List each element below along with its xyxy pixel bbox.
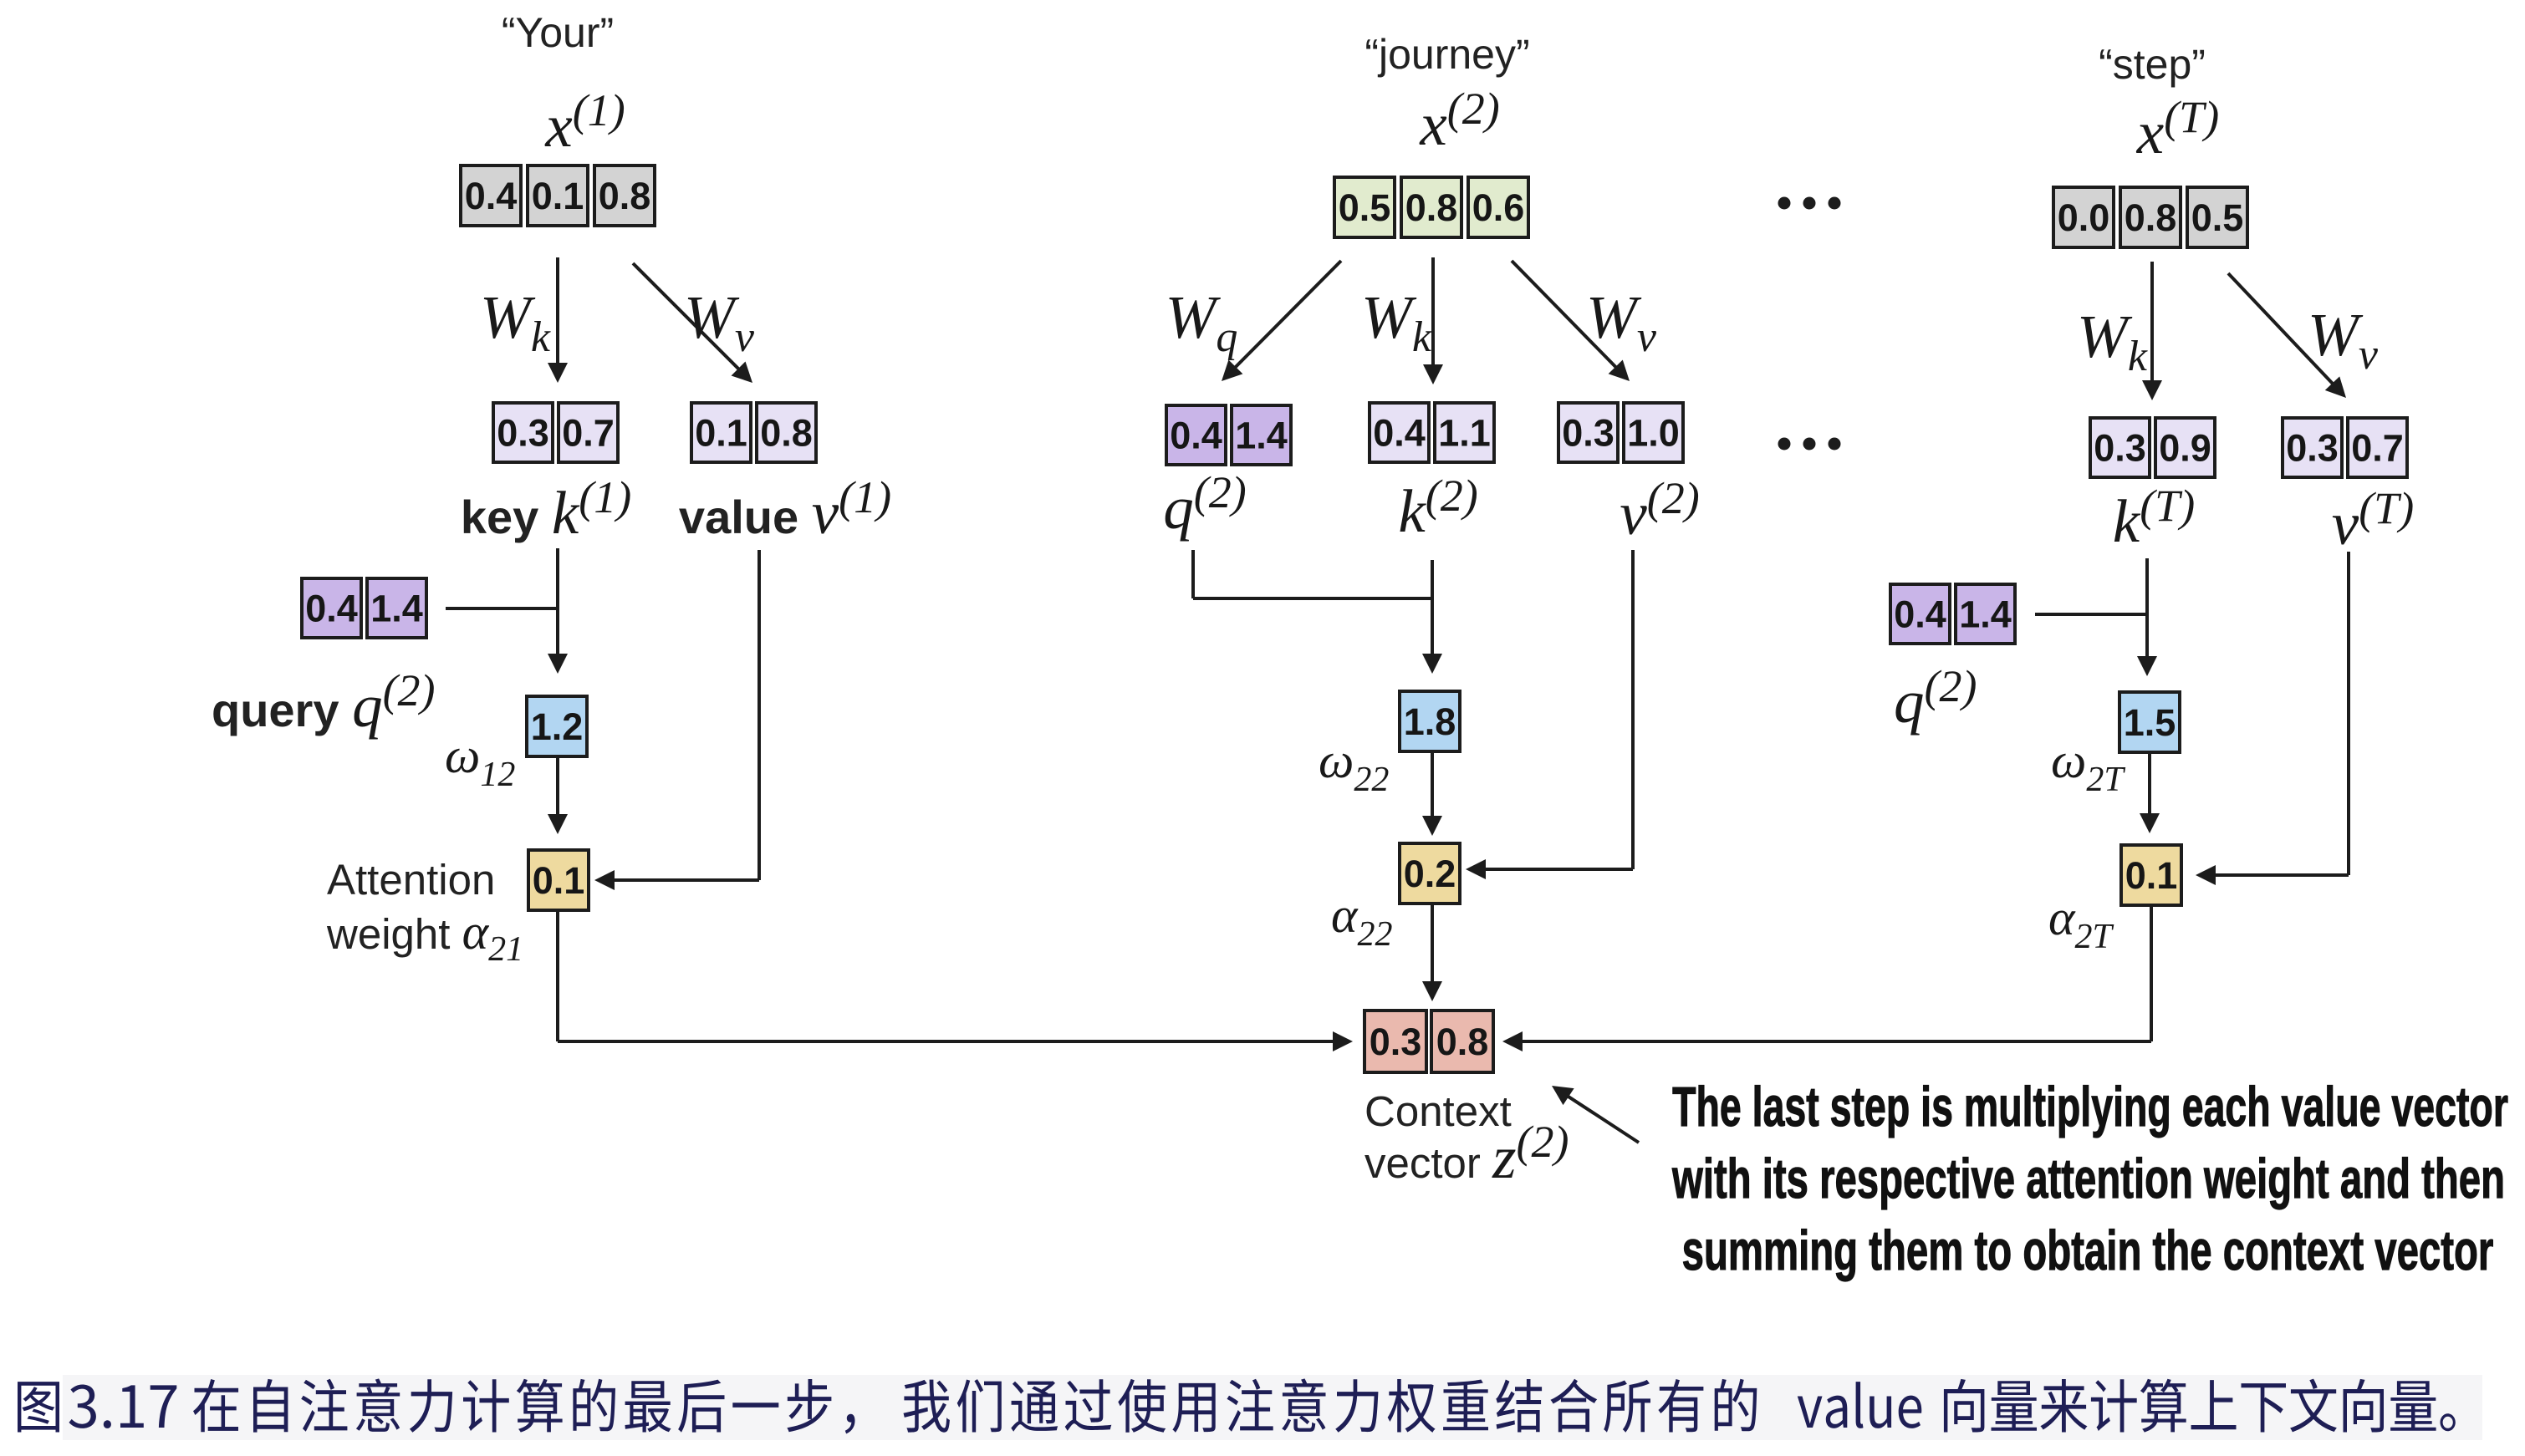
svg-text:0.0: 0.0	[2058, 196, 2110, 239]
svg-text:0.3: 0.3	[497, 412, 549, 455]
svg-text:0.4: 0.4	[1894, 593, 1946, 636]
svg-text:1.1: 1.1	[1438, 412, 1491, 455]
svg-text:0.6: 0.6	[1472, 186, 1525, 229]
svg-text:The last step is multiplying e: The last step is multiplying each value …	[1672, 1077, 2508, 1138]
svg-text:0.3: 0.3	[2094, 427, 2146, 470]
svg-text:Context: Context	[1365, 1087, 1512, 1135]
svg-text:Wv: Wv	[1586, 283, 1657, 361]
svg-text:weight α21: weight α21	[326, 904, 523, 969]
svg-text:0.1: 0.1	[2125, 854, 2178, 897]
svg-text:v(2): v(2)	[1620, 473, 1699, 547]
svg-text:1.2: 1.2	[531, 705, 584, 748]
svg-text:q(2): q(2)	[1894, 661, 1977, 736]
svg-text:0.8: 0.8	[2125, 196, 2177, 239]
svg-text:Wk: Wk	[480, 283, 551, 361]
svg-text:0.8: 0.8	[599, 175, 651, 217]
svg-text:0.1: 0.1	[532, 175, 584, 217]
svg-text:0.5: 0.5	[1339, 186, 1391, 229]
svg-text:ω2T: ω2T	[2051, 733, 2125, 799]
svg-text:value v(1): value v(1)	[679, 472, 891, 547]
svg-text:1.0: 1.0	[1627, 412, 1680, 455]
svg-text:0.3: 0.3	[2286, 427, 2339, 470]
svg-text:0.2: 0.2	[1404, 853, 1456, 895]
svg-text:v(T): v(T)	[2332, 483, 2414, 557]
svg-text:0.3: 0.3	[1370, 1021, 1422, 1063]
svg-text:0.8: 0.8	[1405, 186, 1458, 229]
svg-text:0.9: 0.9	[2159, 427, 2211, 470]
svg-text:vector z(2): vector z(2)	[1365, 1117, 1569, 1191]
svg-text:0.4: 0.4	[1170, 415, 1222, 457]
svg-text:Attention: Attention	[327, 856, 495, 904]
svg-text:x(1): x(1)	[544, 85, 625, 160]
svg-text:summing them to obtain the con: summing them to obtain the context vecto…	[1682, 1219, 2494, 1282]
svg-text:Wv: Wv	[2308, 301, 2379, 379]
svg-text:“step”: “step”	[2099, 41, 2206, 88]
svg-text:q(2): q(2)	[1163, 467, 1246, 542]
svg-text:k(2): k(2)	[1398, 471, 1477, 545]
svg-text:0.1: 0.1	[695, 412, 747, 455]
svg-text:0.3: 0.3	[1562, 412, 1614, 455]
svg-text:0.5: 0.5	[2191, 196, 2244, 239]
svg-text:0.4: 0.4	[305, 588, 358, 630]
svg-text:0.1: 0.1	[533, 859, 585, 902]
svg-text:Wk: Wk	[2077, 303, 2148, 380]
svg-text:Wq: Wq	[1166, 283, 1238, 361]
svg-text:1.4: 1.4	[1235, 415, 1288, 457]
svg-text:0.7: 0.7	[562, 412, 615, 455]
svg-text:α22: α22	[1331, 888, 1393, 954]
svg-text:query q(2): query q(2)	[212, 665, 436, 740]
svg-text:“Your”: “Your”	[502, 9, 614, 56]
svg-text:α2T: α2T	[2048, 890, 2114, 956]
svg-text:1.4: 1.4	[370, 588, 423, 630]
svg-text:Wv: Wv	[684, 283, 755, 361]
svg-text:ω12: ω12	[445, 728, 515, 794]
svg-text:0.4: 0.4	[465, 175, 518, 217]
svg-text:0.8: 0.8	[1436, 1021, 1489, 1063]
svg-text:with its respective attention: with its respective attention weight and…	[1671, 1148, 2505, 1210]
svg-text:x(2): x(2)	[1419, 84, 1499, 158]
svg-text:“journey”: “journey”	[1365, 31, 1529, 78]
svg-text:key k(1): key k(1)	[461, 472, 631, 547]
svg-text:x(T): x(T)	[2136, 92, 2219, 166]
svg-text:1.4: 1.4	[1959, 593, 2012, 636]
svg-text:ω22: ω22	[1319, 733, 1389, 799]
svg-text:1.5: 1.5	[2124, 701, 2176, 744]
svg-text:k(T): k(T)	[2113, 481, 2195, 555]
svg-text:Wk: Wk	[1361, 283, 1432, 361]
svg-text:1.8: 1.8	[1404, 700, 1456, 743]
svg-text:0.8: 0.8	[760, 412, 813, 455]
svg-text:0.4: 0.4	[1373, 412, 1426, 455]
svg-text:0.7: 0.7	[2351, 427, 2404, 470]
